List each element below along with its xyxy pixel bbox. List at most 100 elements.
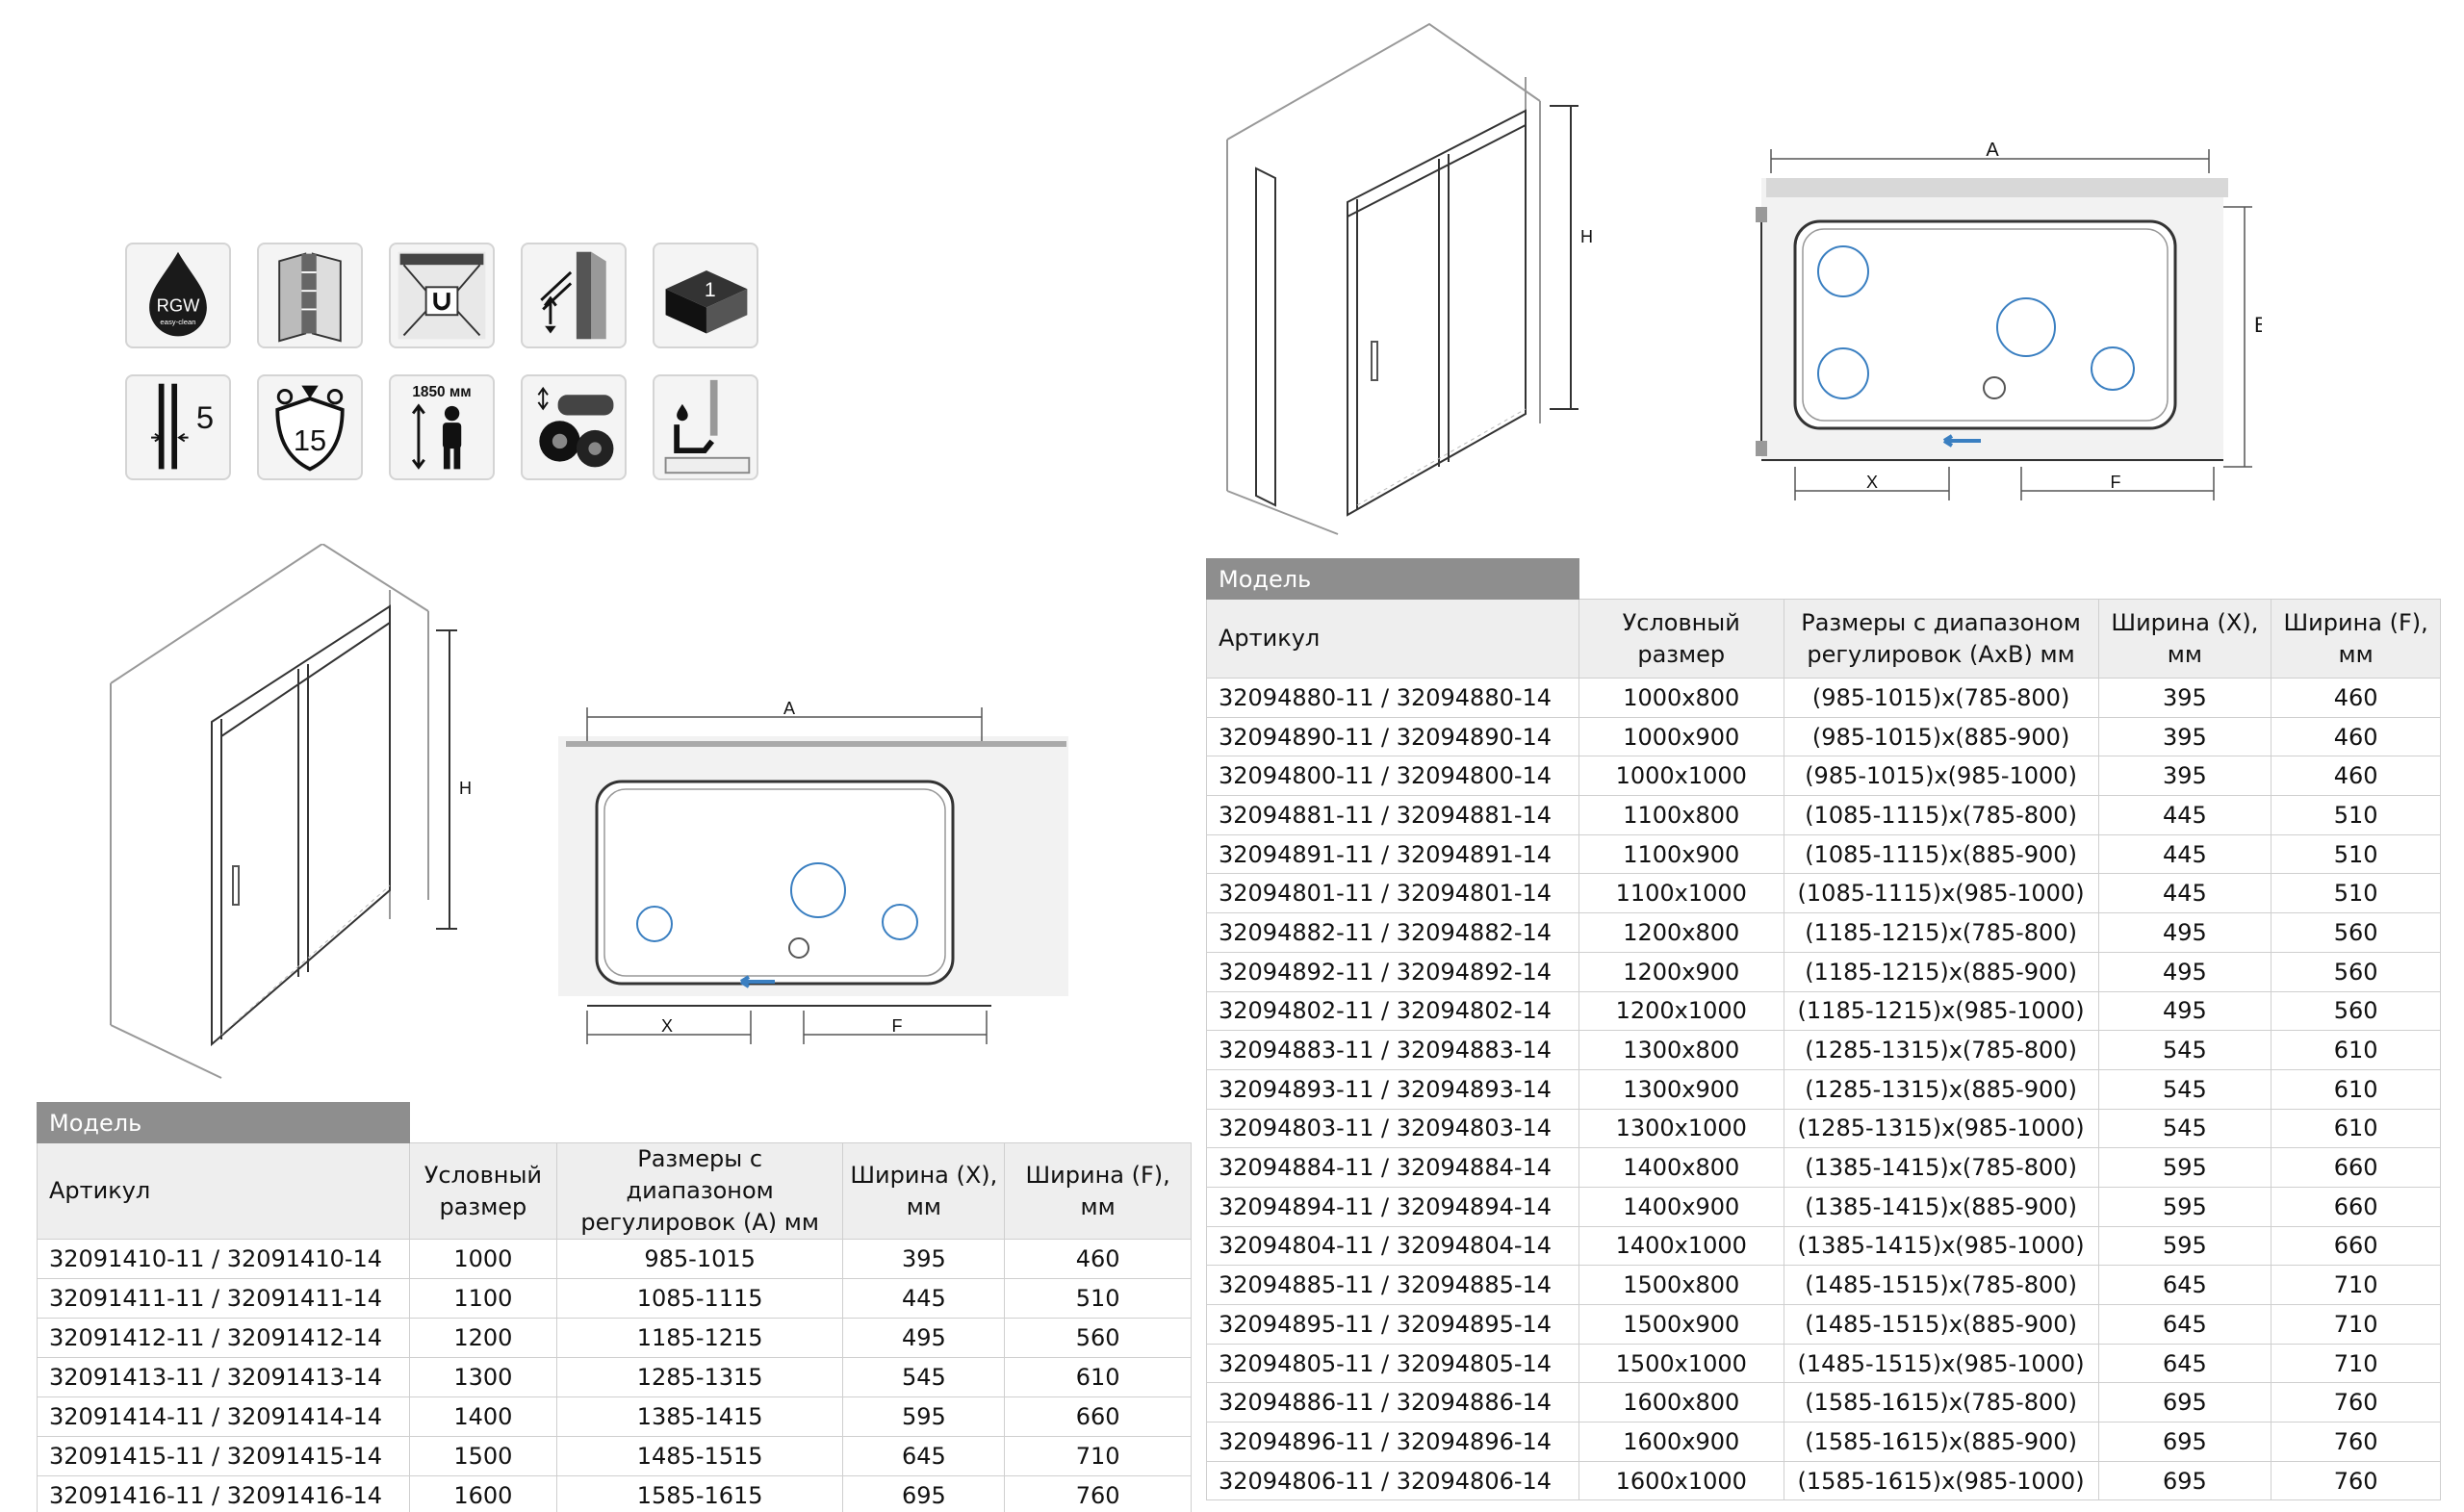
table-cell: 32091414-11 / 32091414-14 (37, 1397, 410, 1437)
table-cell: 445 (2097, 833, 2272, 875)
table-cell: 560 (2271, 951, 2441, 992)
column-header: Ширина (F), мм (2271, 599, 2441, 679)
table-cell: 445 (2097, 795, 2272, 835)
table-cell: 1400x800 (1578, 1147, 1784, 1188)
table-cell: 760 (2271, 1460, 2441, 1501)
table-cell: 760 (2271, 1382, 2441, 1423)
table-cell: 645 (2097, 1265, 2272, 1305)
table-cell: 710 (2271, 1265, 2441, 1305)
right-plan-x-label: X (1866, 473, 1878, 492)
table-cell: (1085-1115)x(985-1000) (1783, 873, 2099, 914)
table-cell: 710 (1004, 1436, 1192, 1476)
model-label: Модель (37, 1102, 410, 1143)
table-cell: 1600x800 (1578, 1382, 1784, 1423)
table-cell: (1385-1415)x(985-1000) (1783, 1225, 2099, 1267)
height-person-icon: 1850 мм (389, 374, 495, 480)
table-cell: 760 (2271, 1422, 2441, 1462)
table-cell: 660 (2271, 1186, 2441, 1227)
table-cell: 495 (2097, 951, 2272, 992)
table-cell: 32094882-11 / 32094882-14 (1206, 912, 1579, 953)
table-cell: 32094896-11 / 32094896-14 (1206, 1422, 1579, 1462)
table-cell: 32094880-11 / 32094880-14 (1206, 678, 1579, 718)
table-cell: 610 (2271, 1030, 2441, 1070)
table-cell: 460 (2271, 716, 2441, 757)
table-cell: 510 (2271, 873, 2441, 914)
table-cell: 32094800-11 / 32094800-14 (1206, 756, 1579, 797)
easy-clean-text: easy-clean (160, 318, 195, 326)
table-cell: 1000x900 (1578, 716, 1784, 757)
table-cell: 1300x1000 (1578, 1108, 1784, 1149)
table-cell: 32091412-11 / 32091412-14 (37, 1318, 410, 1358)
shower-cabin-icon (389, 243, 495, 348)
table-cell: 695 (2097, 1382, 2272, 1423)
right-plan-b-label: B (2254, 313, 2262, 337)
table-cell: 495 (842, 1318, 1006, 1358)
table-cell: 1500x800 (1578, 1265, 1784, 1305)
column-header: Ширина (X), мм (842, 1142, 1006, 1240)
table-cell: 32094804-11 / 32094804-14 (1206, 1225, 1579, 1267)
table-cell: 560 (1004, 1318, 1192, 1358)
left-plan-x-label: X (661, 1016, 673, 1036)
table-cell: 1600x900 (1578, 1422, 1784, 1462)
bath-tray-icon (653, 374, 758, 480)
warranty-years-text: 15 (294, 423, 326, 457)
model-label: Модель (1206, 558, 1579, 600)
table-cell: 1300x800 (1578, 1030, 1784, 1070)
box-count-text: 1 (705, 279, 716, 301)
table-cell: 710 (2271, 1304, 2441, 1345)
left-iso-drawing: H (101, 544, 486, 1083)
table-cell: 395 (2097, 756, 2272, 797)
door-profile-icon (257, 243, 363, 348)
table-cell: (1385-1415)x(885-900) (1783, 1186, 2099, 1227)
rgw-text: RGW (157, 295, 200, 315)
column-header: Размеры с диапазоном регулировок (AxB) м… (1783, 599, 2099, 679)
table-cell: 1400x1000 (1578, 1225, 1784, 1267)
table-cell: 32094884-11 / 32094884-14 (1206, 1147, 1579, 1188)
table-cell: 1000x1000 (1578, 756, 1784, 797)
table-cell: 32094886-11 / 32094886-14 (1206, 1382, 1579, 1423)
table-cell: 495 (2097, 912, 2272, 953)
height-text: 1850 мм (412, 384, 471, 400)
table-cell: (1085-1115)x(785-800) (1783, 795, 2099, 835)
table-cell: 32094801-11 / 32094801-14 (1206, 873, 1579, 914)
table-cell: 32094894-11 / 32094894-14 (1206, 1186, 1579, 1227)
table-cell: 610 (2271, 1068, 2441, 1110)
table-cell: 1100 (408, 1278, 557, 1319)
table-cell: 510 (1004, 1278, 1192, 1319)
table-cell: 1400 (408, 1397, 557, 1437)
table-cell: 460 (2271, 678, 2441, 718)
table-cell: 1500 (408, 1436, 557, 1476)
table-cell: (1385-1415)x(785-800) (1783, 1147, 2099, 1188)
feature-icons: RGW easy-clean (125, 243, 770, 485)
table-cell: (1285-1315)x(885-900) (1783, 1068, 2099, 1110)
column-header: Ширина (X), мм (2097, 599, 2272, 679)
table-cell: 1100x900 (1578, 833, 1784, 875)
rollers-icon (521, 374, 627, 480)
table-cell: 1585-1615 (555, 1475, 844, 1512)
box-one-icon: 1 (653, 243, 758, 348)
table-cell: 32094893-11 / 32094893-14 (1206, 1068, 1579, 1110)
table-cell: 32094802-11 / 32094802-14 (1206, 990, 1579, 1032)
model-row-blank (1578, 558, 2441, 600)
table-cell: 660 (2271, 1225, 2441, 1267)
table-cell: (1185-1215)x(785-800) (1783, 912, 2099, 953)
table-cell: 1285-1315 (555, 1357, 844, 1397)
table-cell: 1085-1115 (555, 1278, 844, 1319)
